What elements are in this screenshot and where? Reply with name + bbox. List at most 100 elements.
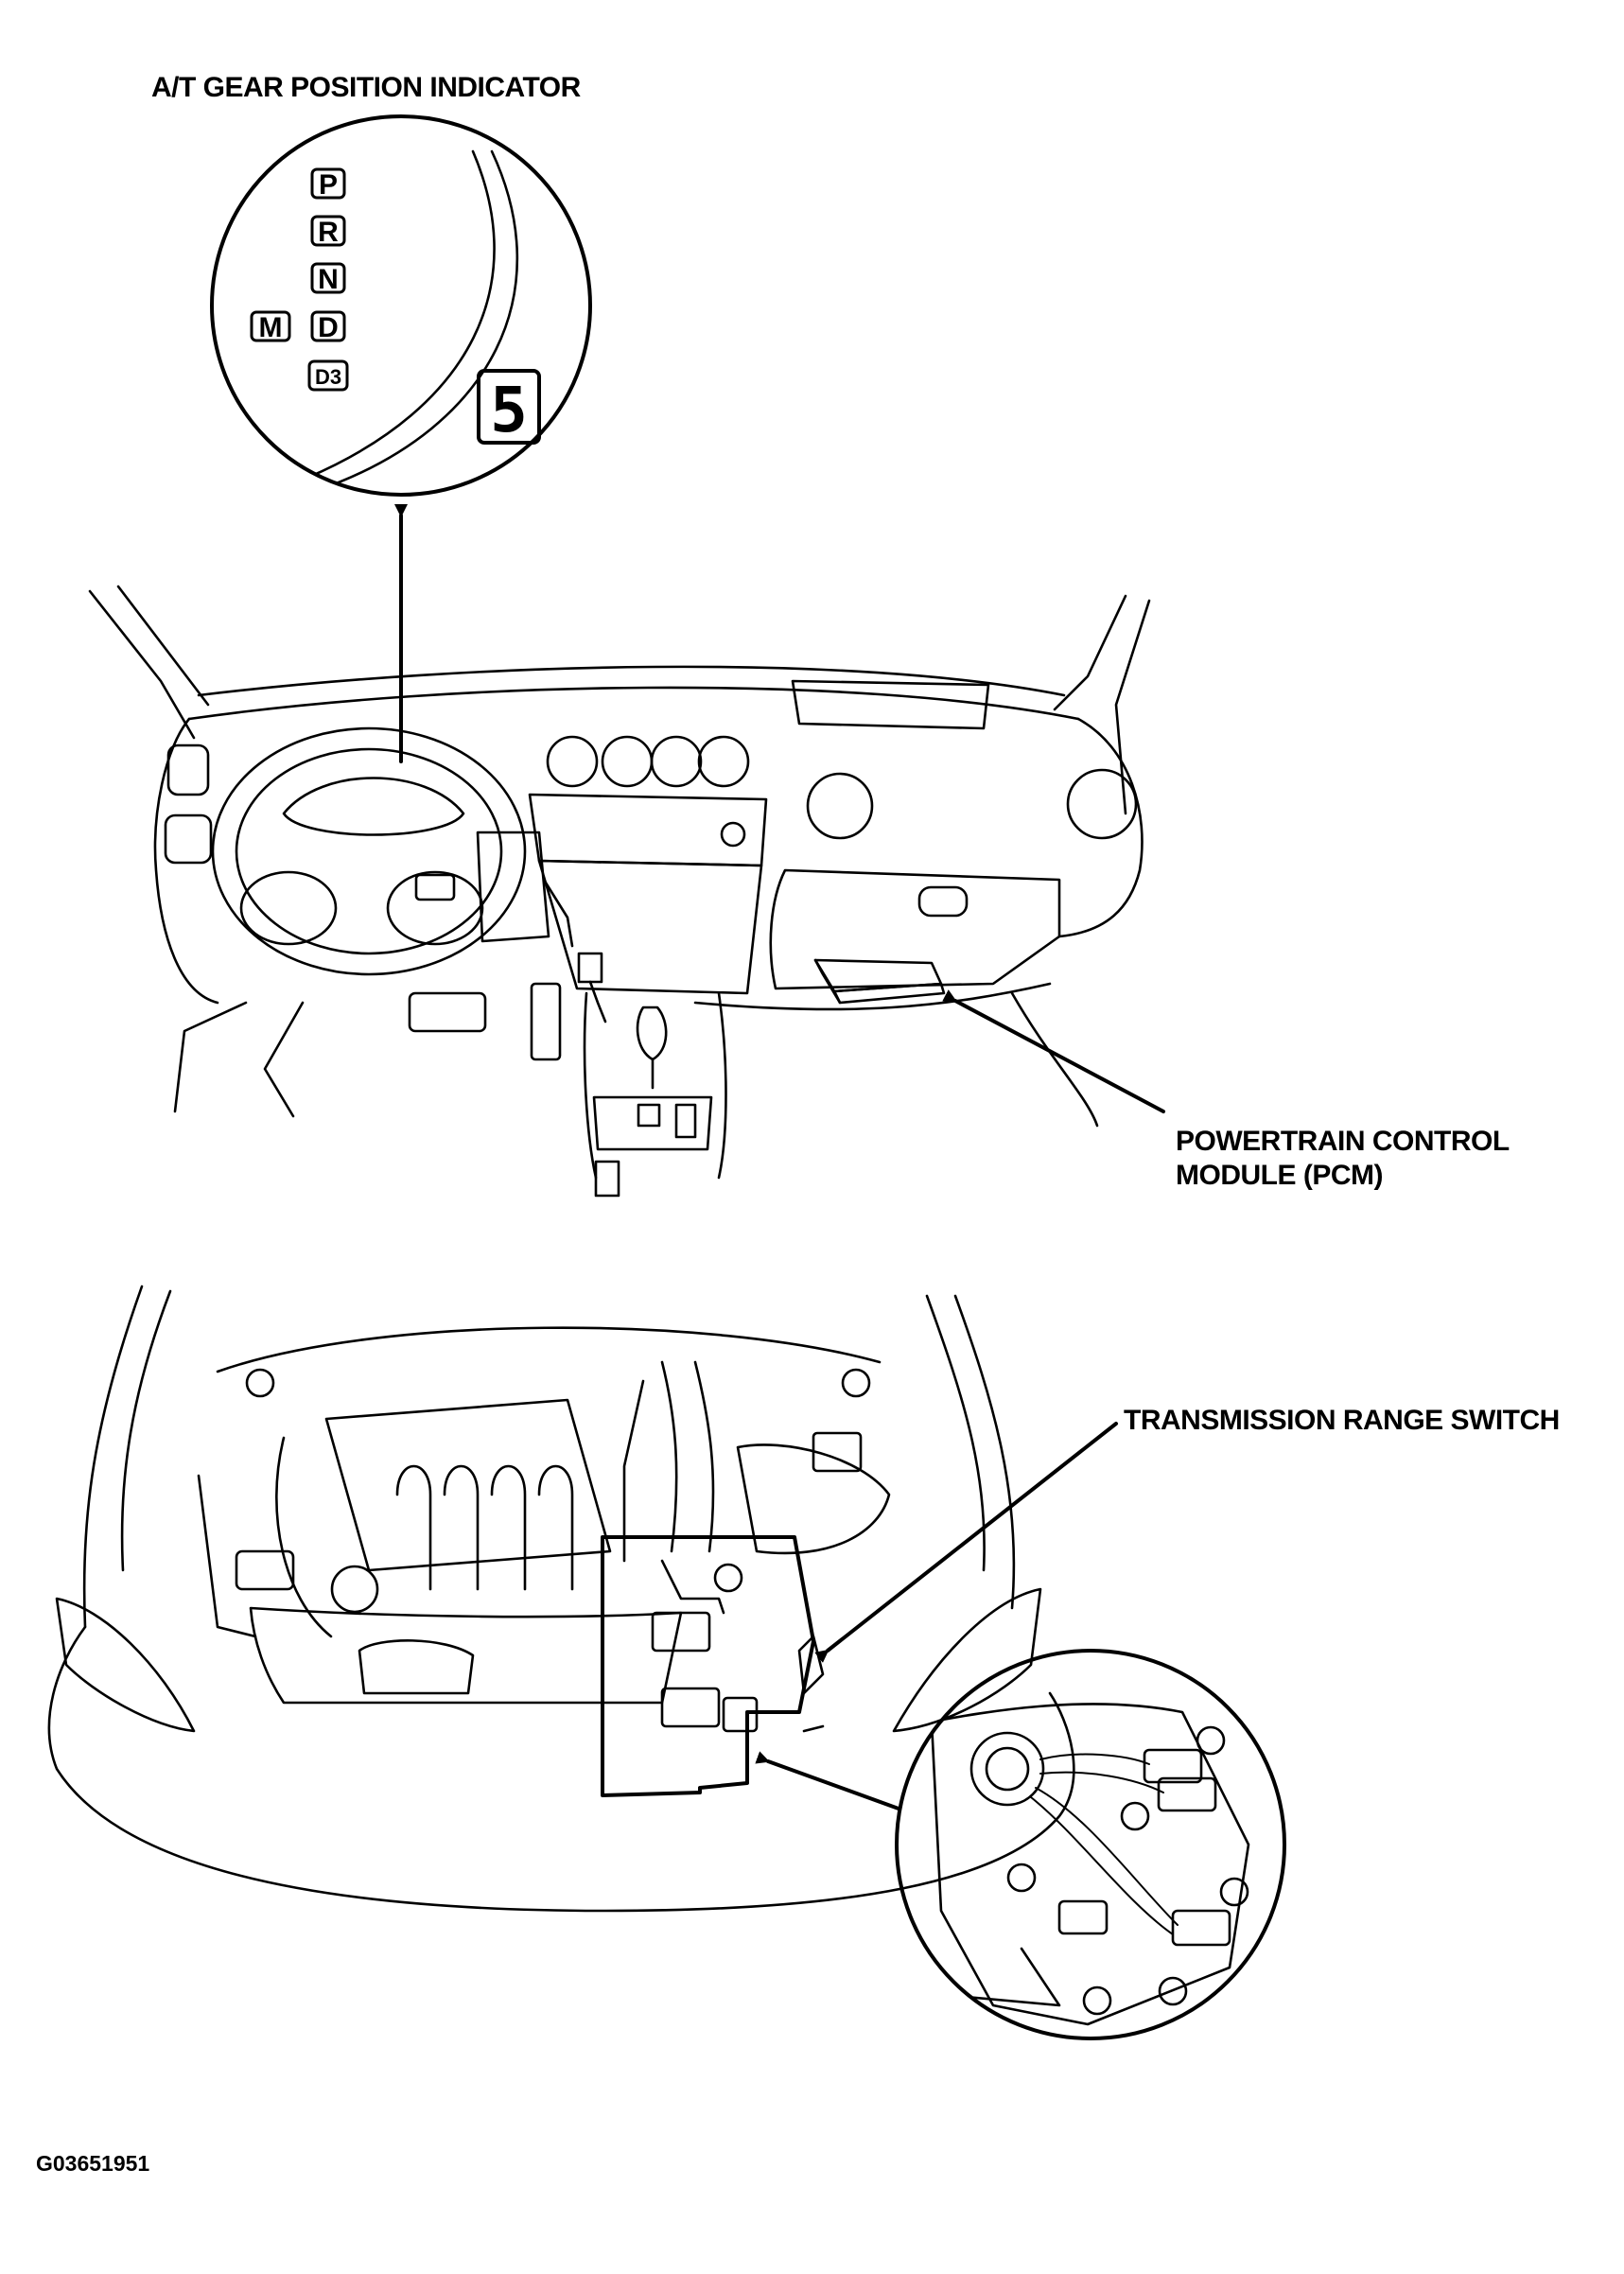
steering-spoke-left (239, 870, 338, 946)
dash-left-end (153, 717, 219, 1005)
air-cleaner (736, 1443, 891, 1555)
fuse-box (235, 1549, 295, 1591)
shift-lock-unit (637, 1103, 661, 1128)
engine-bay-drawing (47, 1285, 1075, 1913)
transmission-range-switch (797, 1635, 825, 1695)
console-left (583, 991, 598, 1180)
left-headlight (55, 1597, 196, 1733)
intake-runner-2 (443, 1464, 480, 1591)
left-hood-inner (120, 1289, 172, 1572)
svg-text:5: 5 (490, 374, 528, 446)
trs-callout-arrow (814, 1422, 1118, 1663)
left-hood-edge (82, 1285, 144, 1629)
range-switch-body (969, 1731, 1045, 1807)
intake-tube-left (660, 1360, 678, 1553)
shift-gate (592, 1095, 713, 1151)
meter-arc-outer (306, 149, 496, 480)
harness-a (660, 1559, 725, 1615)
pcm-label-line2: MODULE (PCM) (1176, 1160, 1383, 1191)
oil-cap (330, 1565, 379, 1614)
solenoid-detail (1057, 1899, 1109, 1935)
connector-b (1157, 1776, 1217, 1812)
defroster-panel (791, 679, 990, 730)
glovebox (769, 868, 1061, 990)
dash-top-line-2 (187, 686, 1080, 721)
bolt-1 (802, 1724, 825, 1733)
steering-spoke-right (386, 870, 484, 946)
gear-indicator-title: A/T GEAR POSITION INDICATOR (151, 72, 581, 103)
center-gauge-4 (697, 735, 750, 788)
trs-detail-magnifier (895, 1649, 1286, 2040)
transmission-range-switch-label: TRANSMISSION RANGE SWITCH (1124, 1405, 1560, 1436)
solenoid-b (660, 1687, 721, 1728)
pcm-label-line1: POWERTRAIN CONTROL (1176, 1126, 1510, 1157)
cowl-line (216, 1326, 882, 1373)
harness-wire-1 (1039, 1753, 1150, 1765)
right-pillar-a (1053, 594, 1127, 711)
shift-switch (674, 1103, 697, 1139)
right-pillar-b (1114, 599, 1151, 815)
harness-wire-4 (1030, 1796, 1174, 1935)
connector-a (1143, 1748, 1203, 1784)
intake-runner-1 (395, 1464, 432, 1591)
right-vent (1066, 768, 1138, 840)
case-bolt-6 (1158, 1976, 1188, 2006)
intake-runner-3 (490, 1464, 527, 1591)
center-stack-lower (537, 859, 763, 995)
right-strut-top (841, 1368, 871, 1398)
pcm-callout-arrow (942, 989, 1165, 1113)
column-switch (577, 952, 603, 984)
center-right-vent (806, 772, 874, 840)
gear-position-r: R (310, 215, 346, 248)
column-switch-wire (588, 980, 607, 1023)
case-bolt-3 (1196, 1725, 1226, 1756)
engine-head (324, 1398, 612, 1572)
console-right (717, 991, 727, 1180)
hose-center (622, 1379, 645, 1563)
left-pillar-a (88, 589, 196, 740)
center-gauge-3 (650, 735, 703, 788)
accelerator-pedal (530, 982, 562, 1061)
gear-position-p: P (310, 167, 346, 201)
engine-hose-left (275, 1436, 333, 1638)
radiator-cap-area (358, 1639, 475, 1695)
steering-column-box (476, 831, 550, 943)
digital-gear-display: 5 (477, 369, 541, 446)
glovebox-handle (917, 885, 969, 918)
dashboard-drawing (88, 585, 1151, 1198)
pcm-module (813, 958, 946, 1005)
case-lower-edge (953, 1947, 1061, 2007)
case-bolt-4 (1219, 1877, 1249, 1907)
center-stack-knob (720, 821, 746, 848)
center-gauge-1 (546, 735, 599, 788)
mode-indicator-m: M (250, 310, 291, 343)
left-strut-top (245, 1368, 275, 1398)
left-vent-upper (166, 743, 210, 796)
gear-indicator-magnifier: P R N D D3 (210, 114, 592, 497)
steering-hub-upper (282, 777, 465, 836)
dash-top-line (197, 665, 1066, 697)
connector-c (1171, 1909, 1231, 1947)
left-kick-panel (173, 1001, 248, 1113)
shift-knob (636, 1006, 668, 1061)
radiator-support (249, 1606, 683, 1705)
steering-button (414, 873, 456, 901)
left-vent-lower (164, 813, 213, 865)
brake-pedal (408, 991, 487, 1033)
harness-wire-3 (1035, 1787, 1179, 1926)
svg-text:R: R (318, 217, 339, 248)
dash-right-end (1057, 717, 1144, 938)
case-bolt-2 (1120, 1801, 1150, 1831)
figure-code: G03651951 (36, 2151, 150, 2176)
intake-runner-4 (537, 1464, 574, 1591)
front-body-outline (47, 1625, 1075, 1913)
case-outline (930, 1703, 1250, 2026)
column-connector (542, 878, 574, 948)
case-bolt-5 (1082, 1985, 1112, 2016)
solenoid-a (651, 1611, 711, 1653)
gear-position-n: N (310, 262, 346, 295)
sensor-round (713, 1563, 743, 1593)
console-connector (594, 1160, 620, 1198)
